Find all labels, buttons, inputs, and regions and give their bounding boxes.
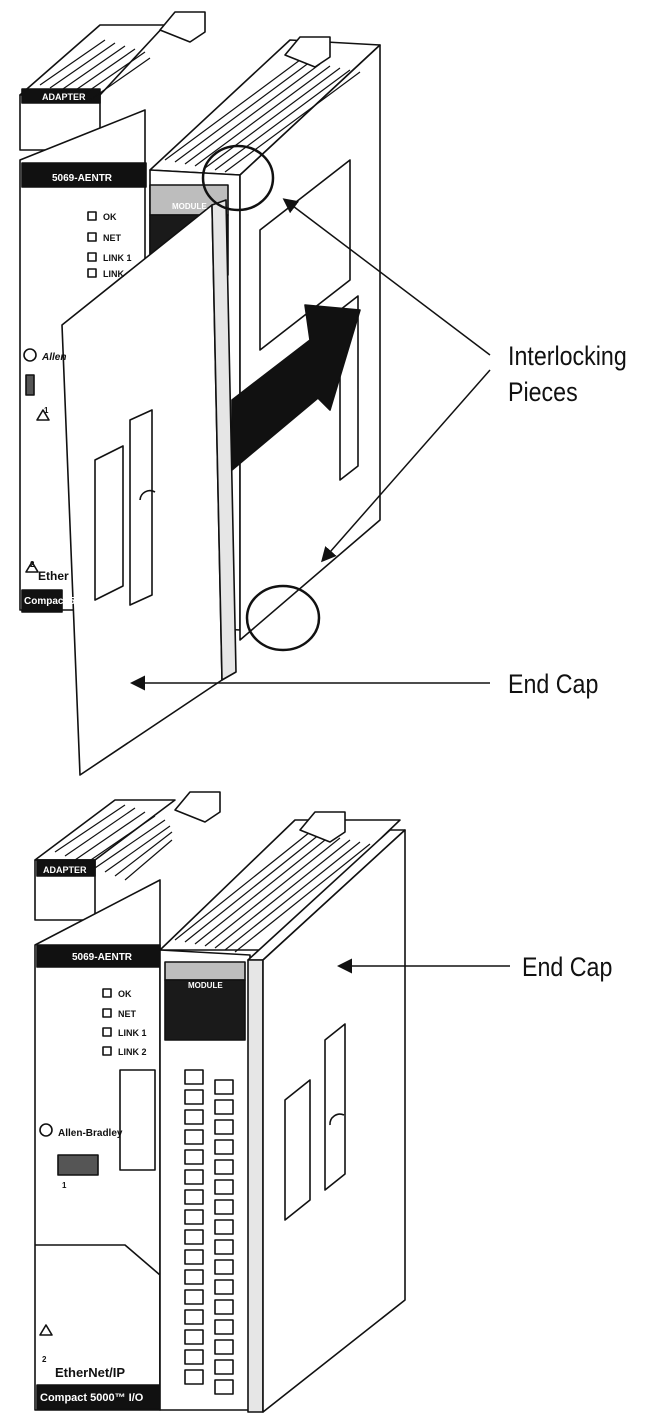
top-leaders [130,198,491,691]
top-brand: Allen [41,352,66,363]
top-model-label: 5069-AENTR [52,173,113,184]
end-cap-top [61,199,237,776]
bottom-model-label: 5069-AENTR [72,952,133,963]
bottom-adapter-tag: ADAPTER [43,865,87,875]
bottom-figure [34,791,406,1413]
interlock-circle-lower [245,584,321,652]
bottom-series: Compact 5000™ I/O [40,1392,144,1404]
top-adapter-tag: ADAPTER [42,92,86,102]
interlock-circle-upper [201,144,275,212]
bottom-network-note: 2 [42,1355,47,1364]
bottom-indicator-ok: OK [118,989,132,999]
callout-end-cap-top: End Cap [508,669,599,699]
top-port-note: 1 [44,406,49,415]
bottom-network-logo: EtherNet/IP [55,1365,125,1380]
end-cap-bottom [247,829,406,1413]
slide-direction-arrow [231,304,361,471]
top-indicator-net: NET [103,233,122,243]
top-indicator-link2: LINK [103,269,124,279]
bottom-indicator-link2: LINK 2 [118,1047,147,1057]
callout-end-cap-bottom: End Cap [522,952,613,982]
callout-interlocking-pieces: Interlocking Pieces [508,341,627,407]
bottom-port-note: 1 [62,1181,67,1190]
bottom-figure-labels: ADAPTER 5069-AENTR OK NET LINK 1 LINK 2 … [40,865,223,1404]
top-series: Compact 5 [24,596,76,607]
adapter-module-bottom [34,799,176,1411]
bottom-indicator-net: NET [118,1009,137,1019]
top-figure [19,11,381,776]
top-network-note: 2 [30,560,35,569]
bottom-indicator-link1: LINK 1 [118,1028,147,1038]
bottom-brand: Allen-Bradley [58,1128,123,1139]
top-figure-labels: ADAPTER 5069-AENTR OK NET LINK 1 LINK Al… [24,92,207,607]
bottom-module-status: MODULE [188,981,223,990]
top-indicator-ok: OK [103,212,117,222]
base-module-bottom [159,791,401,1411]
top-indicator-link1: LINK 1 [103,253,132,263]
top-network-logo: Ether [38,569,69,583]
top-module-status: MODULE [172,202,207,211]
